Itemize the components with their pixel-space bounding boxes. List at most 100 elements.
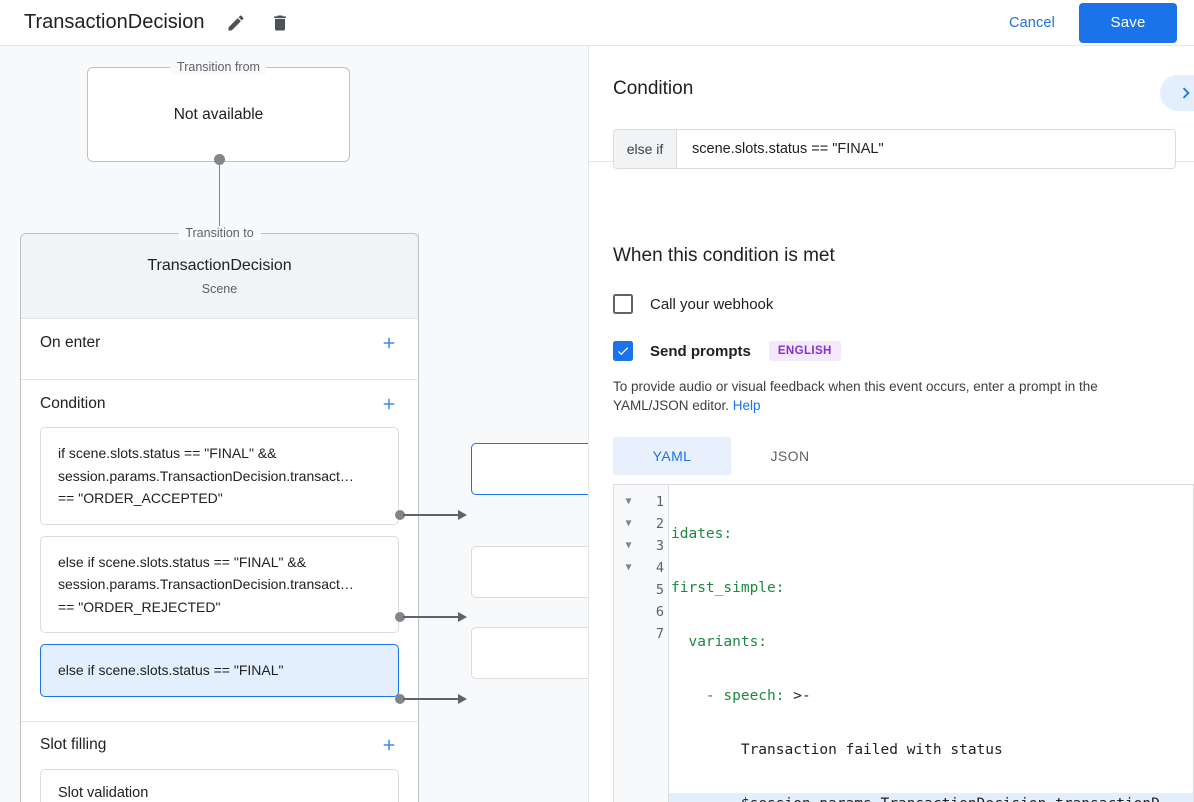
fold-spacer	[614, 601, 643, 623]
code-rest: $session.params.TransactionDecision.tran…	[741, 796, 1160, 802]
condition-card-2-line-2: session.params.TransactionDecision.trans…	[58, 576, 354, 592]
tab-json[interactable]: JSON	[770, 448, 810, 464]
connector-3-dot	[395, 694, 405, 704]
prompt-help-link[interactable]: Help	[732, 398, 761, 413]
condition-input-row: else if	[613, 129, 1176, 169]
line-number: 7	[655, 626, 664, 642]
fold-arrow-icon[interactable]: ▼	[625, 518, 632, 529]
code-key: variants:	[688, 634, 768, 650]
condition-card-1-line-3: == "ORDER_ACCEPTED"	[58, 490, 223, 506]
connector-3	[395, 693, 475, 705]
connector-3-line	[403, 698, 461, 700]
condition-detail-panel: Condition else if Need help entering con…	[589, 46, 1194, 802]
condition-prefix-label: else if	[614, 130, 677, 168]
editor-code-area[interactable]: idates: first_simple: variants: - speech…	[669, 485, 1193, 802]
condition-card-1-line-2: session.params.TransactionDecision.trans…	[58, 467, 354, 484]
call-webhook-checkbox[interactable]	[613, 294, 633, 314]
connector-1-arrow	[458, 509, 467, 520]
language-badge: ENGLISH	[768, 341, 841, 361]
section-condition-title: Condition	[40, 394, 106, 412]
connector-1-line	[403, 514, 461, 516]
connector-2	[395, 611, 475, 623]
condition-card-1[interactable]: if scene.slots.status == "FINAL" && sess…	[40, 427, 399, 525]
scene-flow-canvas: Transition from Not available Transition…	[0, 46, 589, 802]
code-key: speech:	[723, 688, 785, 704]
section-condition-header: Condition	[21, 380, 418, 427]
condition-card-1-line-1: if scene.slots.status == "FINAL" &&	[58, 445, 277, 461]
line-number: 6	[655, 604, 664, 620]
slot-validation-card[interactable]: Slot validation	[40, 768, 399, 802]
send-prompts-checkbox[interactable]	[613, 341, 633, 361]
fold-arrow-icon[interactable]: ▼	[625, 540, 632, 551]
code-line-highlighted: $session.params.TransactionDecision.tran…	[669, 793, 1193, 802]
fold-spacer	[614, 623, 643, 645]
connector-1	[395, 509, 475, 521]
line-number: 3	[655, 538, 664, 554]
target-box-3[interactable]	[471, 627, 589, 679]
target-box-1[interactable]	[471, 443, 589, 495]
scene-type: Scene	[201, 281, 238, 296]
flow-arrow-line	[218, 160, 220, 264]
tab-yaml[interactable]: YAML	[613, 437, 731, 475]
code-line: - speech: >-	[669, 685, 1193, 707]
code-line: idates:	[669, 523, 1193, 545]
when-condition-met-title: When this condition is met	[613, 245, 835, 266]
line-number: 1	[655, 494, 664, 510]
condition-card-3[interactable]: else if scene.slots.status == "FINAL"	[40, 644, 399, 697]
add-condition-icon[interactable]	[377, 392, 401, 416]
editor-fold-gutter[interactable]: ▼ ▼ ▼ ▼	[614, 485, 643, 802]
add-slot-filling-icon[interactable]	[377, 733, 401, 757]
send-prompts-label: Send prompts	[650, 342, 751, 360]
condition-card-2-line-1: else if scene.slots.status == "FINAL" &&	[58, 553, 307, 570]
page-title: TransactionDecision	[24, 11, 205, 33]
condition-input[interactable]	[677, 130, 1175, 168]
target-box-2[interactable]	[471, 546, 589, 598]
scene-name: TransactionDecision	[147, 256, 292, 274]
transition-to-legend: Transition to	[178, 226, 261, 240]
transition-from-legend: Transition from	[170, 60, 267, 74]
code-indent: -	[671, 688, 724, 704]
panel-divider	[588, 46, 589, 802]
code-rest: Transaction failed with status	[740, 742, 1003, 758]
fold-arrow-icon[interactable]: ▼	[625, 562, 632, 573]
connector-1-dot	[395, 510, 405, 520]
section-on-enter: On enter	[21, 319, 418, 380]
line-number: 5	[655, 582, 664, 598]
section-on-enter-header: On enter	[21, 319, 418, 366]
webhook-row: Call your webhook	[613, 294, 1194, 314]
code-indent	[671, 634, 688, 650]
editor-line-numbers: 1 2 3 4 5 6 7	[643, 485, 669, 802]
trash-icon[interactable]	[268, 11, 292, 35]
connector-2-arrow	[458, 611, 467, 622]
prompt-help-text-body: To provide audio or visual feedback when…	[613, 379, 1098, 413]
cancel-button[interactable]: Cancel	[1008, 14, 1055, 31]
section-slot-filling: Slot filling Slot validation	[21, 722, 418, 802]
code-indent	[671, 742, 741, 758]
yaml-editor[interactable]: ▼ ▼ ▼ ▼ 1 2 3 4 5 6 7 idates: first_simp…	[613, 484, 1194, 802]
connector-3-arrow	[458, 693, 467, 704]
line-number: 4	[655, 560, 664, 576]
prompt-help-text: To provide audio or visual feedback when…	[613, 377, 1169, 415]
edit-icon[interactable]	[224, 11, 248, 35]
code-rest: >-	[784, 688, 811, 704]
code-line: Transaction failed with status	[669, 739, 1193, 761]
condition-card-3-line-1: else if scene.slots.status == "FINAL"	[58, 662, 284, 678]
line-number: 2	[655, 516, 664, 532]
header-actions: Cancel Save	[999, 2, 1177, 43]
add-on-enter-icon[interactable]	[377, 331, 401, 355]
code-line: first_simple:	[669, 577, 1193, 599]
call-webhook-label: Call your webhook	[650, 295, 774, 313]
code-indent	[671, 796, 741, 802]
section-slot-filling-title: Slot filling	[40, 736, 107, 753]
condition-card-2-line-3: == "ORDER_REJECTED"	[58, 598, 221, 615]
fold-spacer	[614, 579, 643, 601]
transition-from-value: Not available	[173, 105, 264, 123]
transition-to-box: Transition to TransactionDecision Scene …	[20, 226, 419, 802]
chevron-right-icon[interactable]	[1160, 75, 1194, 111]
fold-arrow-icon[interactable]: ▼	[625, 496, 632, 507]
panel-header: Condition else if Need help entering con…	[589, 46, 1194, 169]
connector-2-line	[403, 616, 461, 618]
save-button[interactable]: Save	[1079, 2, 1177, 43]
send-prompts-row: Send prompts ENGLISH	[613, 341, 1194, 361]
condition-card-2[interactable]: else if scene.slots.status == "FINAL" &&…	[40, 535, 399, 633]
